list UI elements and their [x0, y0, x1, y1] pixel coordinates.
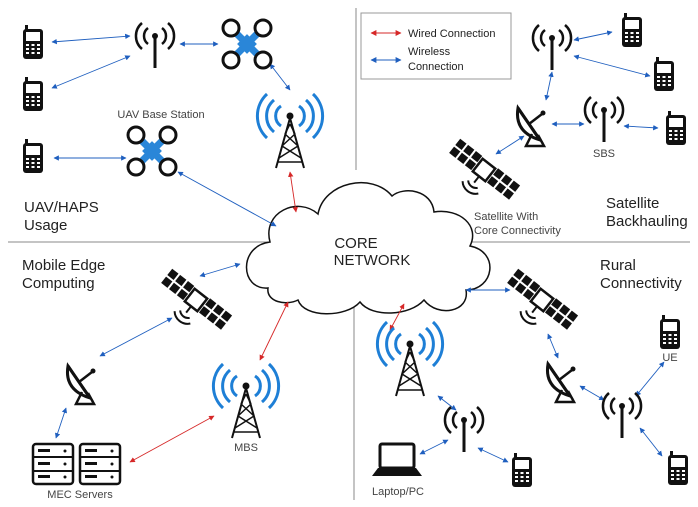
section-satellite-title-line1: Satellite — [606, 195, 659, 212]
section-rural-title-line2: Connectivity — [600, 275, 682, 292]
satellite-icon — [148, 267, 234, 346]
section-rural-title-line1: Rural — [600, 257, 636, 274]
link-drone-tower — [269, 63, 291, 91]
wired-core-tower-rural — [389, 303, 405, 331]
phone-icon — [622, 13, 642, 47]
satellite-icon — [494, 267, 580, 346]
link-dish-ap-rural — [579, 385, 605, 401]
wired-servers-mbs — [129, 415, 215, 463]
wired-core-mbs — [259, 301, 289, 361]
wired-links — [129, 171, 405, 463]
core-network-label-line2: NETWORK — [334, 252, 411, 269]
legend-wireless-label-line1: Wireless — [408, 46, 451, 58]
link-ap-laptop — [419, 439, 449, 455]
section-uav-title-line2: Usage — [24, 217, 67, 234]
link-ap-ue — [635, 361, 665, 397]
core-network-label-line1: CORE — [334, 235, 377, 252]
link-sbs-phone — [623, 123, 659, 131]
macro-base-station-icon — [211, 362, 281, 440]
link-ap-phone-rural — [639, 427, 663, 457]
link-ap-phone-top — [573, 30, 613, 42]
legend-box — [360, 12, 512, 80]
link-sat-dish — [495, 135, 525, 155]
wireless-links — [51, 30, 665, 463]
wired-tower-core — [288, 171, 298, 213]
link-ap-phone-right — [573, 54, 651, 78]
link-tower-ap-rural — [437, 395, 457, 411]
radio-tower-icon — [255, 92, 325, 170]
laptop-icon — [372, 442, 422, 476]
satellite-core-label-line1: Satellite With — [474, 211, 538, 223]
laptop-label: Laptop/PC — [372, 486, 424, 498]
access-point-icon — [134, 21, 176, 70]
phone-icon — [23, 25, 43, 59]
satellite-icon — [436, 137, 522, 216]
section-mec-title-line2: Computing — [22, 275, 95, 292]
access-point-icon — [443, 405, 485, 454]
phone-icon — [23, 139, 43, 173]
core-network-cloud: CORE NETWORK — [245, 181, 491, 315]
mbs-label: MBS — [234, 442, 258, 454]
link-dish-sat-mec — [99, 317, 173, 357]
section-mec-title-line1: Mobile Edge — [22, 257, 105, 274]
section-uav-title-line1: UAV/HAPS — [24, 199, 99, 216]
radio-tower-icon — [375, 320, 445, 398]
link-sat-dish-rural — [547, 333, 559, 359]
link-uav-core — [177, 171, 277, 227]
satellite-dish-icon — [65, 364, 97, 406]
uav-base-station-icon — [128, 127, 176, 175]
server-icon — [31, 442, 75, 486]
link-ap-phone-laptop-side — [477, 447, 509, 463]
phone-icon — [668, 451, 688, 485]
section-satellite-title-line2: Backhauling — [606, 213, 688, 230]
legend-wired-label: Wired Connection — [408, 28, 495, 40]
satellite-core-label-line2: Core Connectivity — [474, 225, 561, 237]
small-base-station-icon — [583, 95, 625, 144]
access-point-icon — [531, 23, 573, 72]
server-icon — [78, 442, 122, 486]
legend-wireless-label-line2: Connection — [408, 61, 464, 73]
satellite-dish-icon — [545, 362, 577, 404]
satellite-dish-icon — [515, 106, 547, 148]
link-phone2-ap — [51, 55, 131, 89]
sbs-label: SBS — [593, 148, 615, 160]
phone-icon — [512, 453, 532, 487]
legend: Wired Connection Wireless Connection — [360, 12, 512, 80]
link-sat-core-mec — [199, 262, 241, 278]
link-dish-servers — [54, 407, 68, 439]
uav-base-station-label: UAV Base Station — [117, 109, 204, 121]
link-ap-dish — [544, 71, 554, 101]
ue-label: UE — [662, 352, 677, 364]
mec-servers-label: MEC Servers — [47, 489, 113, 501]
access-point-icon — [601, 391, 643, 440]
phone-icon — [23, 77, 43, 111]
user-equipment-icon — [660, 315, 680, 349]
drone-icon — [223, 20, 271, 68]
phone-icon — [654, 57, 674, 91]
link-phone1-ap — [51, 33, 131, 45]
phone-icon — [666, 111, 686, 145]
